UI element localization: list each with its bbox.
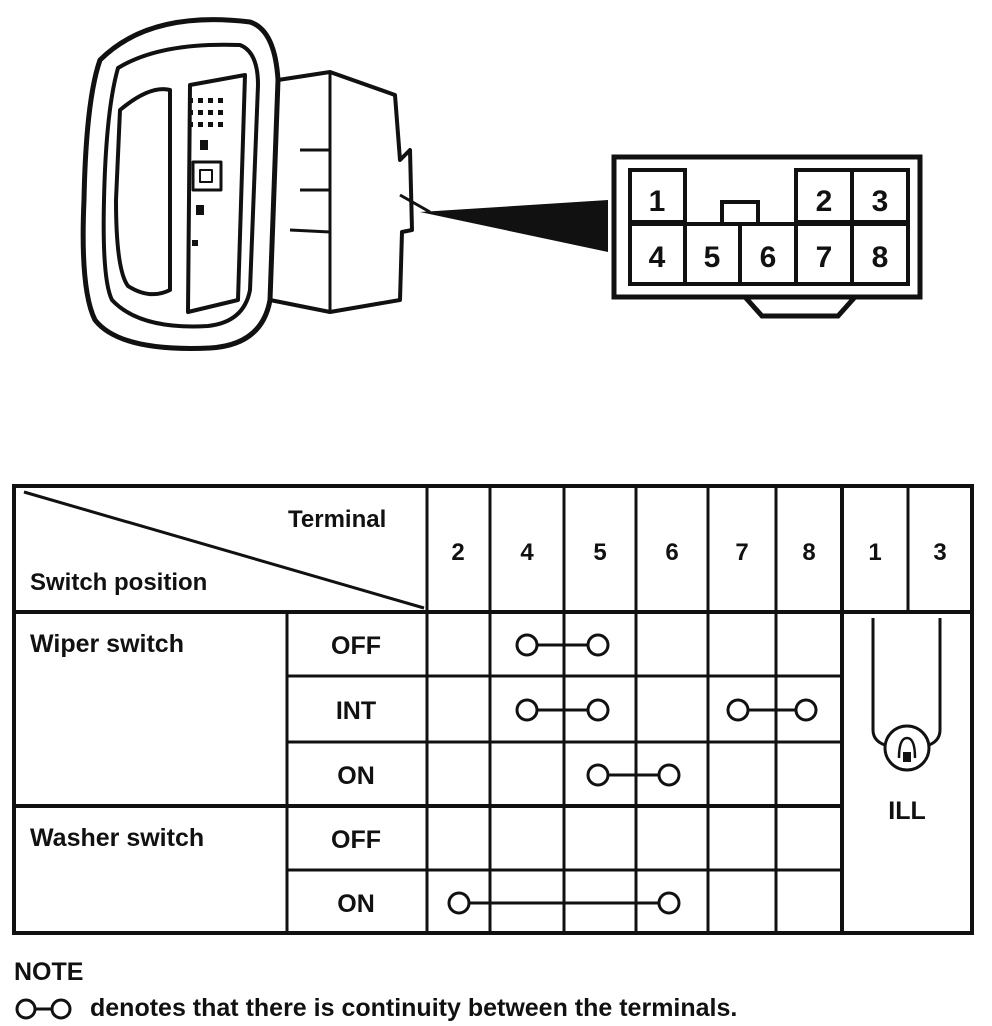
leader-wedge [420,200,608,252]
pin-label-3: 3 [872,185,889,218]
continuity-table [12,484,974,935]
continuity-mark [515,633,610,657]
terminal-header-2: 2 [451,539,464,566]
continuity-symbol-icon [15,998,72,1019]
group-label-wiper: Wiper switch [30,630,184,658]
position-wiper-off: OFF [331,632,381,660]
pin-label-6: 6 [760,241,777,274]
pin-label-1: 1 [649,185,666,218]
terminal-header-4: 4 [520,539,534,566]
lamp-icon [871,618,942,772]
note-line: denotes that there is continuity between… [14,994,737,1023]
continuity-mark [726,698,818,722]
continuity-mark [586,763,681,787]
position-washer-off: OFF [331,826,381,854]
continuity-mark [515,698,610,722]
switch-illustration [80,17,431,351]
terminal-header-5: 5 [593,539,606,566]
note-text: denotes that there is continuity between… [90,994,738,1022]
position-wiper-int: INT [336,697,376,725]
lamp-label: ILL [888,797,926,825]
continuity-marks [447,633,818,915]
terminal-header-7: 7 [735,539,748,566]
continuity-mark [447,891,681,915]
group-label-washer: Washer switch [30,824,204,852]
pin-label-2: 2 [816,185,833,218]
position-washer-on: ON [337,890,375,918]
terminal-header-1: 1 [868,539,881,566]
terminal-header-8: 8 [802,539,815,566]
pin-label-5: 5 [704,241,721,274]
header-terminal: Terminal [288,506,386,533]
pin-label-4: 4 [649,241,666,274]
position-wiper-on: ON [337,762,375,790]
note-heading: NOTE [14,958,84,986]
connector-face: 1 2 3 4 5 6 7 8 [611,154,923,319]
pin-label-8: 8 [872,241,889,274]
terminal-header-6: 6 [665,539,678,566]
terminal-header-3: 3 [933,539,946,566]
pin-label-7: 7 [816,241,833,274]
header-switch-position: Switch position [30,569,207,596]
